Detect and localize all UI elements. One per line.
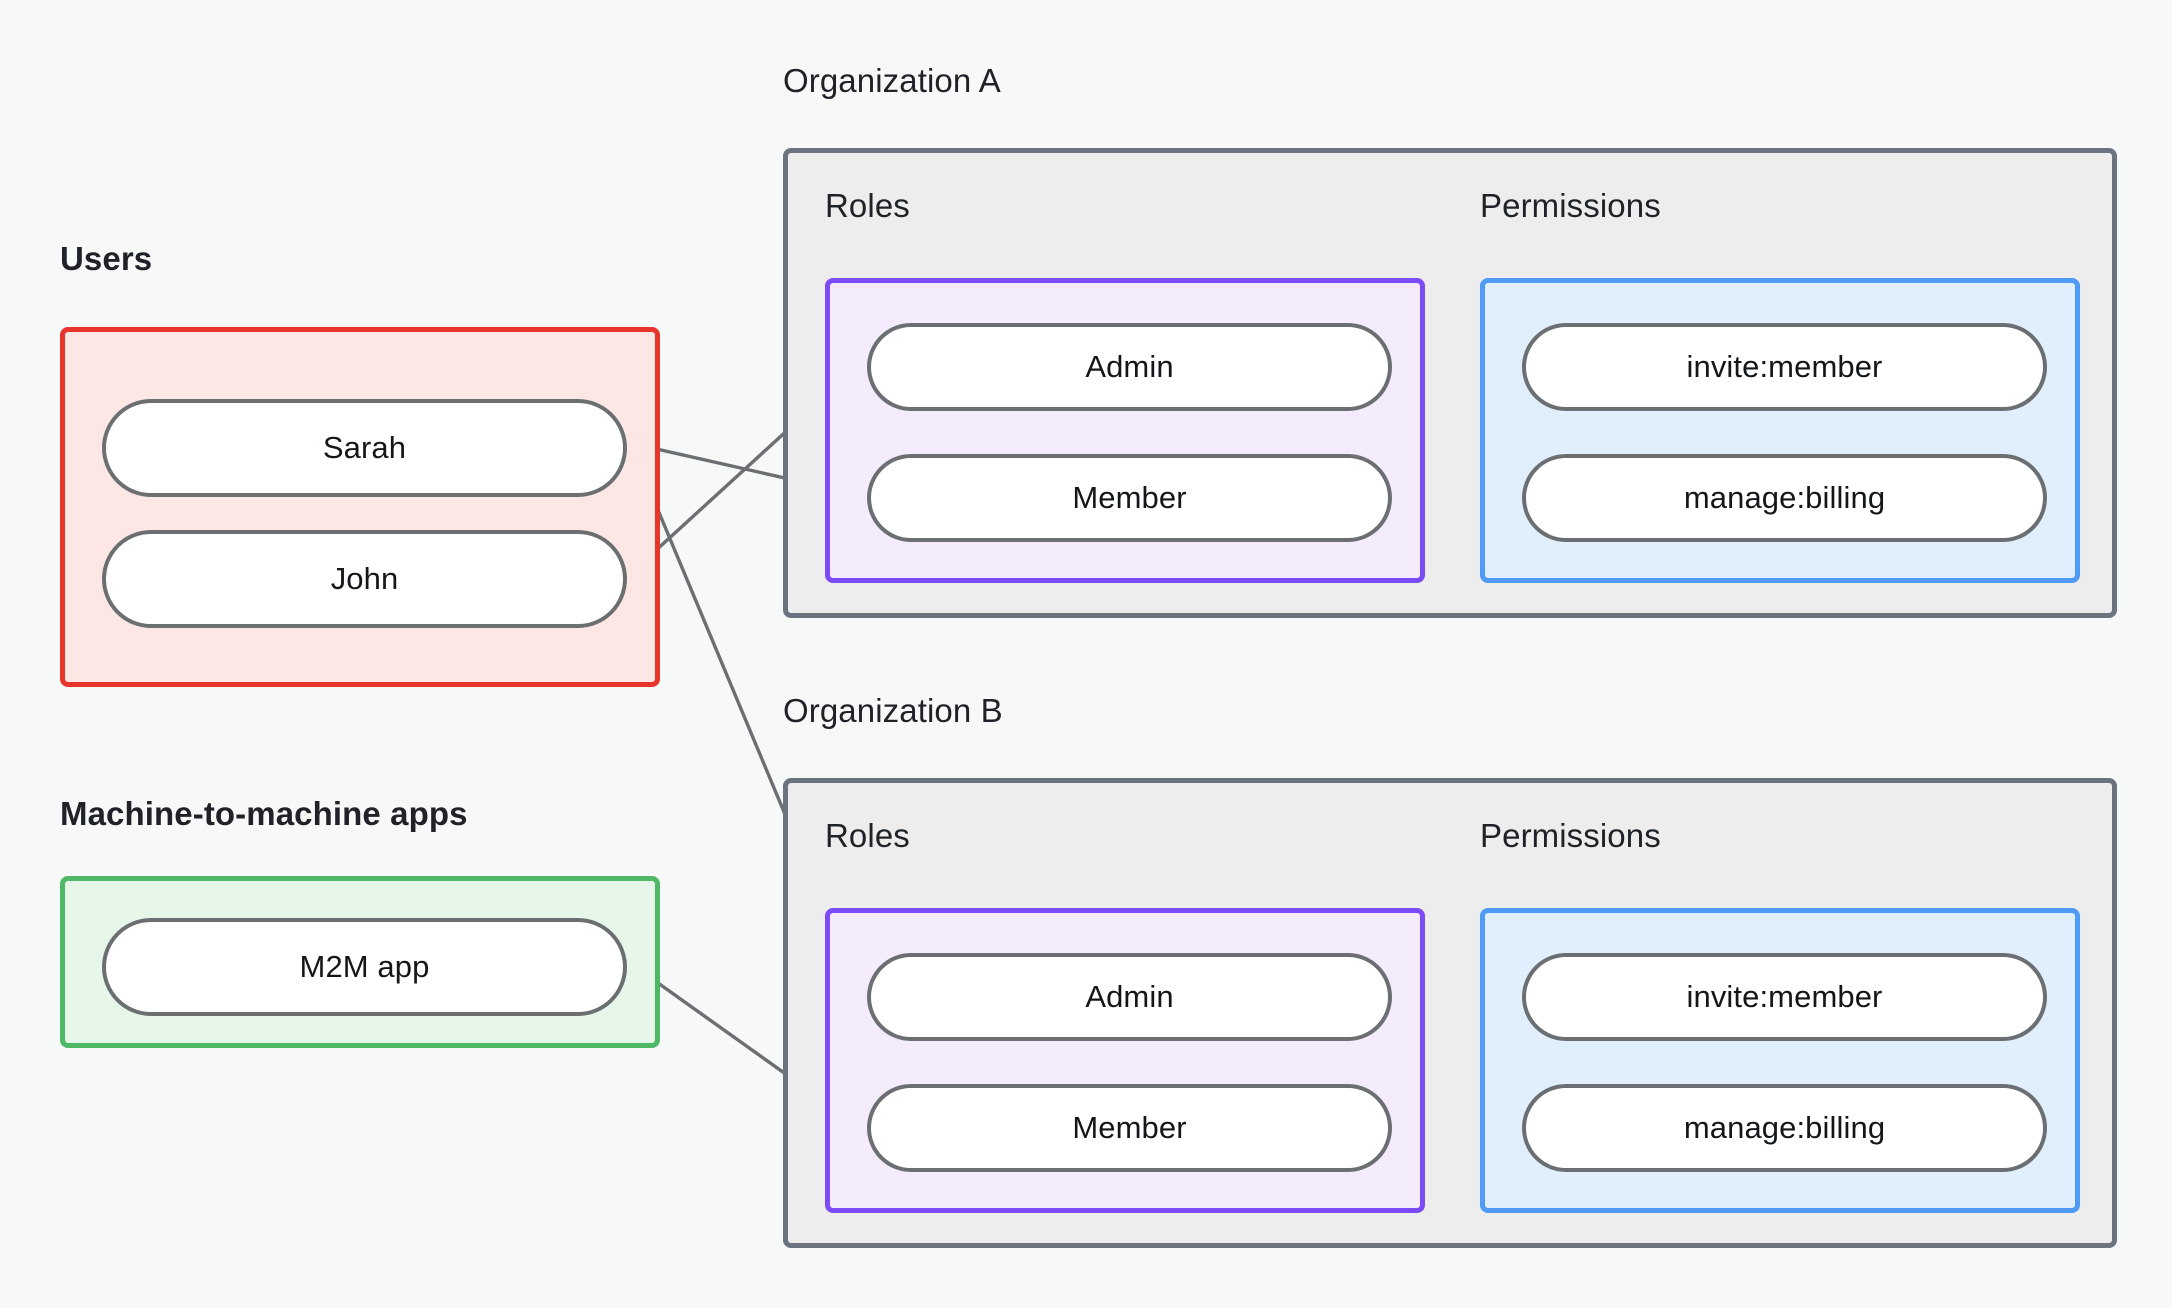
orgB-permission-node-manage-billing[interactable]: manage:billing xyxy=(1522,1084,2047,1172)
orgB-permission-node-invite-member[interactable]: invite:member xyxy=(1522,953,2047,1041)
orgB-role-node-admin[interactable]: Admin xyxy=(867,953,1392,1041)
orgB-role-node-member[interactable]: Member xyxy=(867,1084,1392,1172)
user-node-john[interactable]: John xyxy=(102,530,627,628)
organization-b-permissions-caption: Permissions xyxy=(1480,817,1661,854)
orgA-role-node-admin[interactable]: Admin xyxy=(867,323,1392,411)
organization-b-permissions-group: invite:member manage:billing xyxy=(1480,908,2080,1213)
organization-a-permissions-caption: Permissions xyxy=(1480,187,1661,224)
user-node-sarah[interactable]: Sarah xyxy=(102,399,627,497)
machine-apps-group: M2M app xyxy=(60,876,660,1048)
organization-a-roles-group: Admin Member xyxy=(825,278,1425,583)
organization-a-permissions-group: invite:member manage:billing xyxy=(1480,278,2080,583)
orgA-permission-node-manage-billing[interactable]: manage:billing xyxy=(1522,454,2047,542)
organization-a-roles-caption: Roles xyxy=(825,187,910,224)
orgA-role-node-member[interactable]: Member xyxy=(867,454,1392,542)
m2m-node-app[interactable]: M2M app xyxy=(102,918,627,1016)
organization-a-caption: Organization A xyxy=(783,62,1001,99)
organization-b-group: Roles Permissions Admin Member invite:me… xyxy=(783,778,2117,1248)
organization-a-group: Roles Permissions Admin Member invite:me… xyxy=(783,148,2117,618)
machine-apps-caption: Machine-to-machine apps xyxy=(60,795,468,832)
organization-b-roles-group: Admin Member xyxy=(825,908,1425,1213)
organization-b-roles-caption: Roles xyxy=(825,817,910,854)
organization-b-caption: Organization B xyxy=(783,692,1003,729)
users-group: Sarah John xyxy=(60,327,660,687)
users-caption: Users xyxy=(60,240,153,277)
orgA-permission-node-invite-member[interactable]: invite:member xyxy=(1522,323,2047,411)
